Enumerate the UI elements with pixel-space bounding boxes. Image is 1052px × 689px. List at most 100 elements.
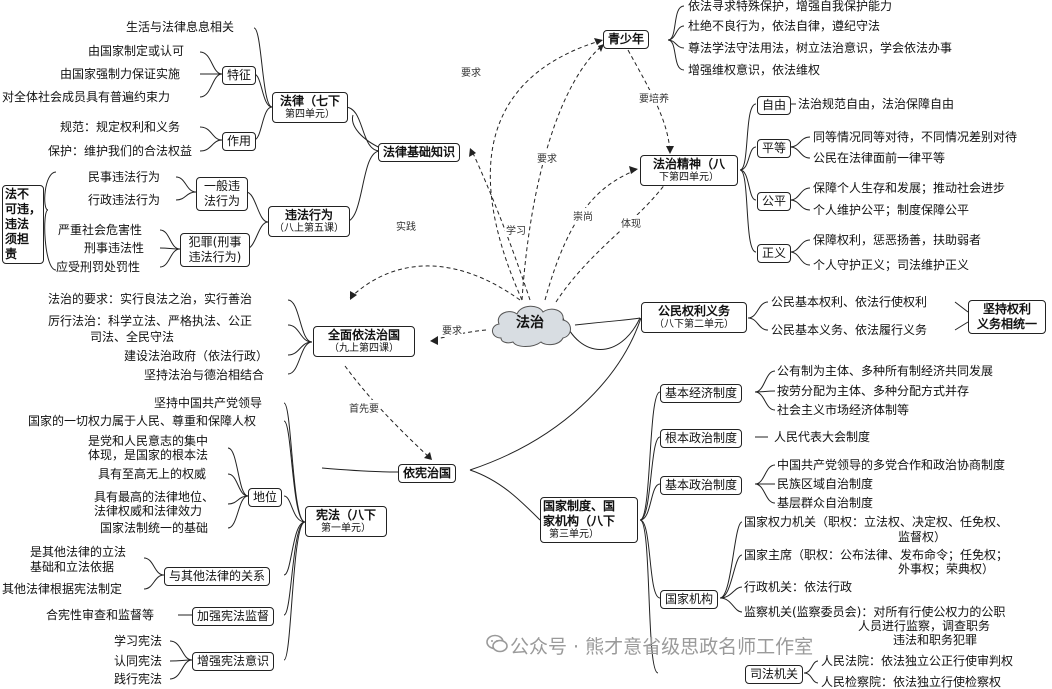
node-jingji: 基本经济制度 bbox=[660, 384, 743, 403]
pingdeng-item: 公民在法律面前一律平等 bbox=[813, 151, 946, 165]
ziyou-item: 法治规范自由，法治保障自由 bbox=[798, 97, 955, 111]
guanxi-item: 是其他法律的立法 bbox=[30, 545, 127, 559]
sifa-item: 人民检察院：依法独立行使检察权 bbox=[821, 675, 1002, 689]
falv-sub: 第四单元） bbox=[285, 109, 335, 120]
node-jiben: 基本政治制度 bbox=[660, 476, 743, 495]
dashed-arrows bbox=[344, 39, 671, 459]
edge-label-yaoqiu: 要求 bbox=[460, 64, 482, 79]
gongmin-item: 公民基本义务、依法履行义务 bbox=[771, 323, 928, 337]
node-weifa: 违法行为 （八上第五课） bbox=[268, 206, 350, 237]
fanzui-item: 应受刑罚处罚性 bbox=[56, 260, 141, 274]
side-line: 责 bbox=[5, 247, 18, 261]
node-qingshaonian: 青少年 bbox=[603, 30, 650, 49]
jigou-item: 违法和职务犯罪 bbox=[893, 633, 978, 647]
jigou-item: 行政机关：依法行政 bbox=[744, 580, 853, 594]
guojia-line: 家机构（八下 bbox=[543, 514, 616, 528]
quanmian-item: 厉行法治：科学立法、严格执法、公正 bbox=[48, 314, 253, 328]
qsn-item: 杜绝不良行为，依法自律，遵纪守法 bbox=[688, 19, 881, 33]
weifa-sub: （八上第五课） bbox=[274, 223, 344, 234]
zhengyi-item: 个人守护正义；司法维护正义 bbox=[813, 258, 970, 272]
node-genben: 根本政治制度 bbox=[660, 429, 743, 448]
summary-line: 坚持权利 bbox=[982, 302, 1031, 316]
sifa-item: 人民法院：依法独立公正行使审判权 bbox=[821, 654, 1014, 668]
node-zuoyong: 作用 bbox=[222, 132, 257, 151]
node-jigou: 国家机构 bbox=[660, 590, 719, 609]
node-yibanweifa: 一般违 法行为 bbox=[196, 177, 248, 211]
arrow-heads bbox=[350, 38, 674, 460]
node-tezheng: 特征 bbox=[222, 66, 257, 85]
fanzui-line: 犯罪(刑事 bbox=[188, 235, 242, 249]
fanzui-item: 刑事违法性 bbox=[84, 241, 145, 255]
jigou-item: 国家权力机关（职权：立法权、决定权、任免权、 bbox=[744, 515, 1009, 529]
xianfa-item: 坚持中国共产党领导 bbox=[154, 396, 263, 410]
jigou-item: 国家主席（职权：公布法律、发布命令；任免权； bbox=[744, 548, 1009, 562]
node-guanxi: 与其他法律的关系 bbox=[164, 567, 271, 586]
side-line: 违法 bbox=[5, 217, 30, 231]
side-line: 法不 bbox=[5, 187, 30, 201]
center-label: 法治 bbox=[516, 315, 544, 331]
node-falvjichu: 法律基础知识 bbox=[378, 143, 461, 162]
fzjs-title: 法治精神（八 bbox=[652, 157, 725, 171]
tezheng-item: 对全体社会成员具有普遍约束力 bbox=[2, 90, 171, 104]
node-fazhijingshen: 法治精神（八 下第四单元） bbox=[640, 155, 738, 186]
edge-label-xuexi: 学习 bbox=[505, 222, 527, 237]
xianfa-title: 宪法（八下 bbox=[315, 508, 376, 522]
diwei-item: 具有最高的法律地位、 bbox=[94, 490, 215, 504]
edge-label-shouxianyao: 首先要 bbox=[348, 400, 380, 415]
edge-label-yaoqiu: 要求 bbox=[536, 150, 558, 165]
falv-item: 生活与法律息息相关 bbox=[126, 20, 235, 34]
gongping-item: 个人维护公平；制度保障公平 bbox=[813, 203, 970, 217]
zhengyi-item: 保障权利，惩恶扬善，扶助弱者 bbox=[813, 233, 982, 247]
guojia-line: 第三单元） bbox=[549, 529, 599, 540]
yiban-line: 法行为 bbox=[203, 194, 240, 208]
jigou-item: 监察机关(监察委员会)：对所有行使公权力的公职 bbox=[744, 605, 1006, 619]
node-fanzui: 犯罪(刑事 违法行为) bbox=[180, 233, 250, 267]
tezheng-item: 由国家强制力保证实施 bbox=[60, 67, 181, 81]
quanmian-item: 建设法治政府（依法行政） bbox=[124, 349, 269, 363]
edge-label-yaopeiyang: 要培养 bbox=[638, 90, 670, 105]
zuoyong-item: 规范：规定权利和义务 bbox=[60, 120, 181, 134]
xianfa-sub: 第一单元） bbox=[321, 523, 371, 534]
jiben-item: 民族区域自治制度 bbox=[777, 477, 874, 491]
node-yishi: 增强宪法意识 bbox=[192, 652, 275, 671]
quanmian-sub: （九上第四课） bbox=[329, 343, 399, 354]
qsn-item: 尊法学法守法用法，树立法治意识，学会依法办事 bbox=[688, 41, 953, 55]
xianfa-item: 国家的一切权力属于人民、尊重和保障人权 bbox=[28, 414, 257, 428]
side-line: 须担 bbox=[5, 232, 30, 246]
node-xianfa: 宪法（八下 第一单元） bbox=[305, 506, 387, 537]
jiandu-item: 合宪性审查和监督等 bbox=[46, 608, 155, 622]
qsn-item: 依法寻求特殊保护，增强自我保护能力 bbox=[688, 0, 893, 13]
node-falv: 法律（七下 第四单元） bbox=[272, 92, 348, 123]
node-yixian: 依宪治国 bbox=[398, 464, 457, 483]
weifa-title: 违法行为 bbox=[284, 208, 333, 222]
fanzui-item: 严重社会危害性 bbox=[58, 223, 143, 237]
diwei-item: 体现，是国家的根本法 bbox=[88, 448, 209, 462]
yishi-item: 学习宪法 bbox=[114, 634, 163, 648]
pingdeng-item: 同等情况同等对待，不同情况差别对待 bbox=[813, 130, 1018, 144]
quanmian-title: 全面依法治国 bbox=[327, 328, 400, 342]
node-quanmian: 全面依法治国 （九上第四课） bbox=[313, 326, 415, 357]
gongmin-item: 公民基本权利、依法行使权利 bbox=[771, 295, 928, 309]
falv-title: 法律（七下 bbox=[279, 94, 340, 108]
diwei-item: 是党和人民意志的集中 bbox=[88, 434, 209, 448]
gongping-item: 保障个人生存和发展；推动社会进步 bbox=[813, 181, 1006, 195]
yiban-item: 行政违法行为 bbox=[88, 193, 161, 207]
fzjs-sub: 下第四单元） bbox=[659, 172, 719, 183]
guanxi-item: 基础和立法依据 bbox=[30, 560, 115, 574]
jigou-item: 人员进行监察，调查职务 bbox=[858, 619, 991, 633]
wechat-icon bbox=[486, 634, 508, 653]
edge-label-tixian: 体现 bbox=[620, 215, 642, 230]
qsn-item: 增强维权意识，依法维权 bbox=[688, 63, 821, 77]
node-gongmin: 公民权利义务 （八下第二单元） bbox=[641, 302, 747, 333]
jigou-item: 外事权；荣典权） bbox=[898, 562, 995, 576]
yishi-item: 认同宪法 bbox=[114, 654, 163, 668]
edge-label-yaoqiu: 要求 bbox=[441, 322, 463, 337]
zuoyong-item: 保护：维护我们的合法权益 bbox=[48, 144, 193, 158]
guanxi-item: 其他法律根据宪法制定 bbox=[2, 582, 123, 596]
yishi-item: 践行宪法 bbox=[114, 672, 163, 686]
node-jiandu: 加强宪法监督 bbox=[192, 607, 275, 626]
jiben-item: 中国共产党领导的多党合作和政治协商制度 bbox=[777, 458, 1006, 472]
yiban-line: 一般违 bbox=[203, 179, 240, 193]
side-line: 可违， bbox=[5, 202, 42, 216]
jingji-item: 公有制为主体、多种所有制经济共同发展 bbox=[777, 364, 994, 378]
